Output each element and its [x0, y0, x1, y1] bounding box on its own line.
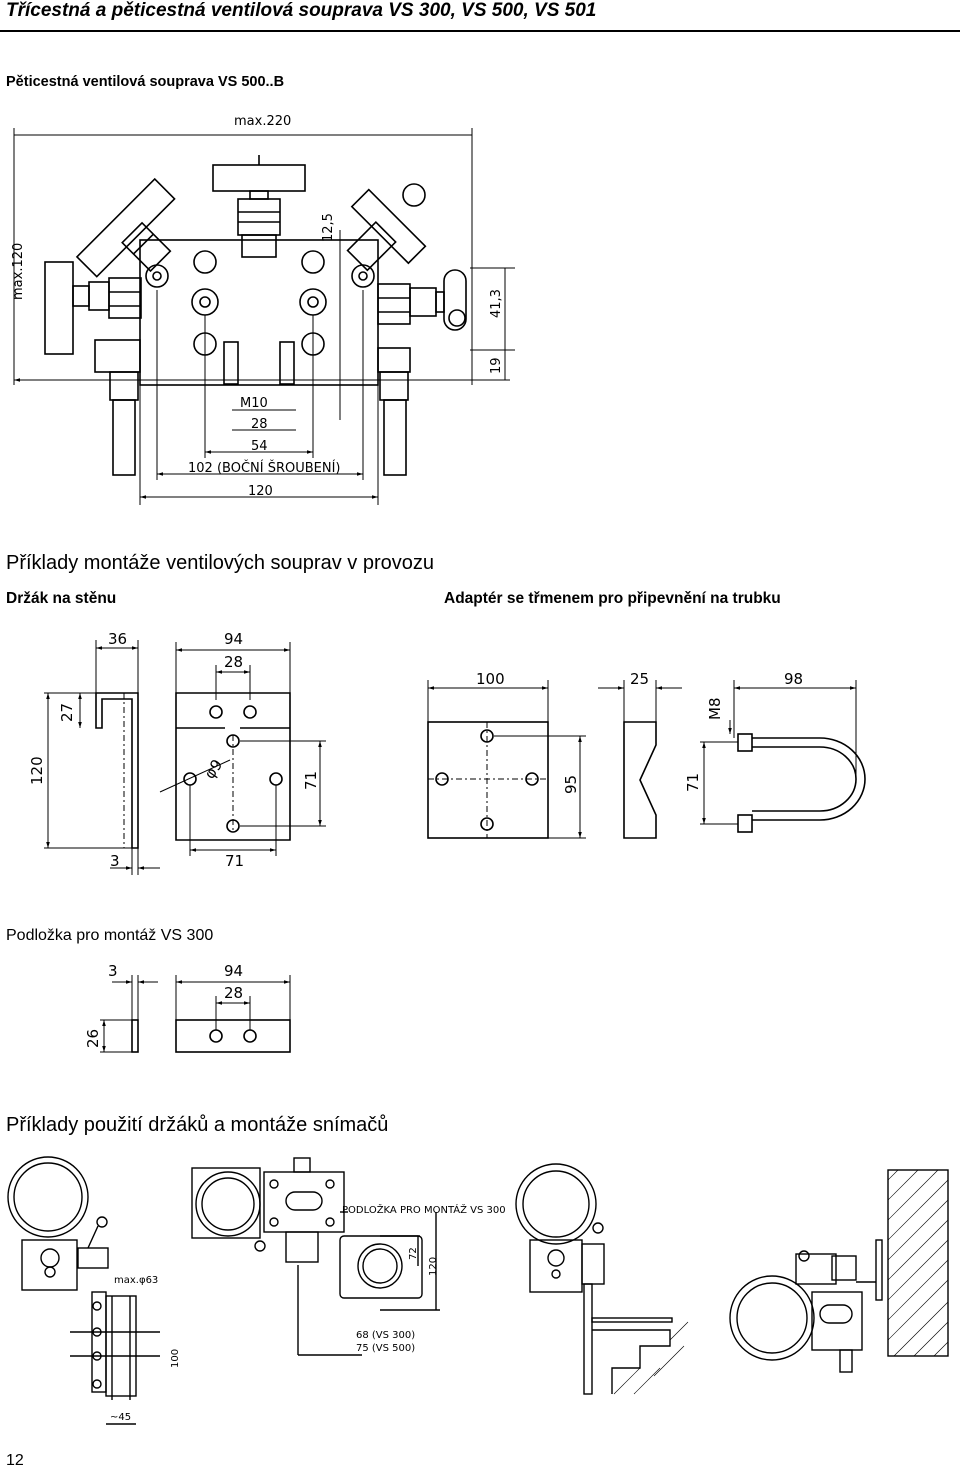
dim-3b: 3	[108, 962, 118, 980]
dim-28c: 28	[224, 984, 243, 1002]
wall-hatch	[887, 1169, 949, 1357]
dim-12-5: 12,5	[321, 213, 336, 242]
section-examples-title: Příklady použití držáků a montáže snímač…	[6, 1114, 389, 1136]
vs500-dimension-texts: max.220 max.120 12,5 41,3 19 M10 28 54 1…	[11, 114, 504, 499]
dim-98: 98	[784, 670, 803, 688]
dim-100: 100	[476, 670, 505, 688]
dim-120b: 120	[28, 756, 46, 785]
example-wall-mount-2	[729, 1169, 949, 1373]
vs300-plate-drawing	[131, 1019, 291, 1053]
dim-26: 26	[84, 1029, 102, 1048]
pipe-adapter-dims	[427, 680, 857, 839]
dim-71c: 71	[684, 773, 702, 792]
label-max63: max.φ63	[114, 1275, 158, 1286]
vs500-manifold-drawing	[44, 155, 467, 476]
dim-95: 95	[562, 775, 580, 794]
dim-54: 54	[251, 439, 268, 454]
label-podlozka: PODLOŽKA PRO MONTÁŽ VS 300	[342, 1203, 506, 1216]
dim-41-3: 41,3	[489, 289, 504, 318]
dim-94b: 94	[224, 962, 243, 980]
dim-max120: max.120	[11, 243, 26, 300]
example-plate-mount	[191, 1157, 440, 1356]
dim-71h: 71	[225, 852, 244, 870]
vs500-dimension-lines	[13, 128, 515, 505]
dim-102: 102 (BOČNÍ ŠROUBENÍ)	[188, 460, 341, 476]
example-plate-texts: PODLOŽKA PRO MONTÁŽ VS 300 72 120 68 (VS…	[342, 1203, 506, 1354]
pipe-adapter-drawing	[427, 721, 866, 839]
example-pipe-texts: max.φ63 100 ~45	[110, 1275, 181, 1423]
label-120: 120	[428, 1257, 439, 1276]
dim-19: 19	[489, 357, 504, 374]
dim-120: 120	[248, 484, 273, 499]
floor-hatch	[613, 1321, 689, 1395]
wall-bracket-drawing	[95, 692, 291, 849]
dim-25: 25	[630, 670, 649, 688]
section-vs500-title: Pěticestná ventilová souprava VS 500..B	[6, 74, 285, 90]
label-vs500: 75 (VS 500)	[356, 1343, 415, 1354]
dim-71v: 71	[302, 771, 320, 790]
pipe-adapter-title: Adaptér se třmenem pro připevnění na tru…	[444, 590, 781, 607]
dim-max220: max.220	[234, 114, 291, 129]
wall-bracket-dims	[44, 640, 326, 875]
section-installation-title: Příklady montáže ventilových souprav v p…	[6, 552, 434, 574]
dim-28: 28	[251, 417, 268, 432]
label-45: ~45	[110, 1412, 131, 1423]
dim-3: 3	[110, 852, 120, 870]
vs300-plate-title: Podložka pro montáž VS 300	[6, 927, 214, 944]
dim-m8: M8	[706, 698, 724, 721]
dim-28b: 28	[224, 653, 243, 671]
title-rule	[0, 30, 960, 32]
wall-bracket-title: Držák na stěnu	[6, 590, 117, 607]
label-72: 72	[408, 1247, 419, 1260]
wall-bracket-dim-texts: 36 94 28 27 120 φ9 71 3 71	[28, 630, 320, 870]
label-vs300: 68 (VS 300)	[356, 1330, 415, 1341]
vs300-plate-dims	[100, 975, 291, 1053]
dim-36: 36	[108, 630, 127, 648]
page-number: 12	[6, 1452, 24, 1469]
dim-m10: M10	[240, 396, 268, 411]
vs300-plate-dim-texts: 3 94 28 26	[84, 962, 243, 1048]
example-pipe-mount	[7, 1156, 160, 1425]
example-wall-mount-1	[515, 1163, 673, 1395]
document-title: Třícestná a pěticestná ventilová souprav…	[6, 0, 597, 21]
pipe-adapter-dim-texts: 100 25 98 M8 95 71	[476, 670, 803, 794]
label-100: 100	[170, 1349, 181, 1368]
dim-27: 27	[58, 703, 76, 722]
dim-phi9: φ9	[201, 756, 227, 782]
dim-94: 94	[224, 630, 243, 648]
